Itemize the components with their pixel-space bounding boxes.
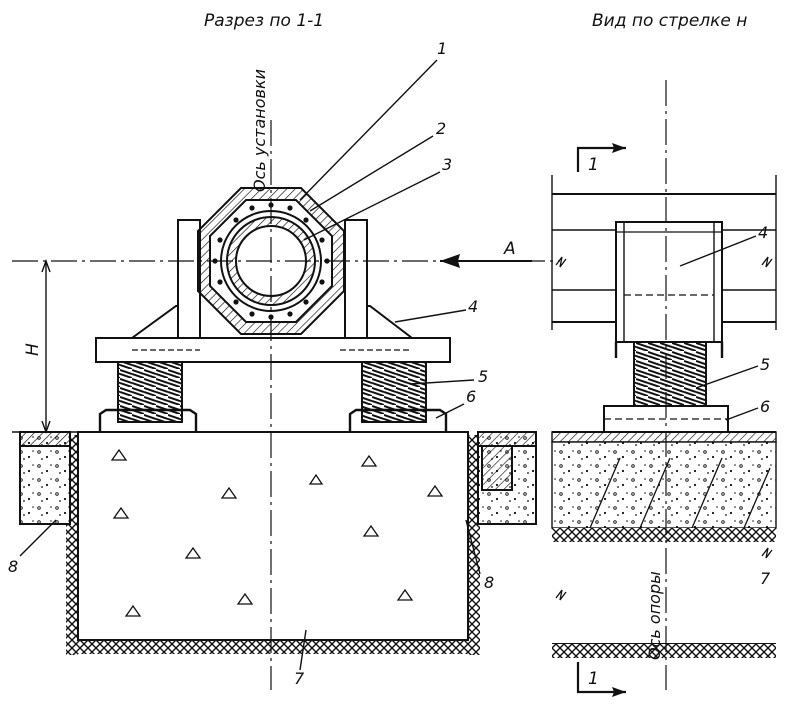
floor-concrete: [551, 441, 777, 529]
floor-slab-left: [19, 431, 71, 525]
callout-1: 1: [437, 39, 447, 58]
spring-front: [633, 341, 707, 407]
support-housing-front: [615, 221, 723, 343]
callout-5-right: 5: [760, 355, 770, 374]
aggregate-marks: [110, 448, 444, 617]
leader-lines: [19, 59, 481, 671]
arrow-a-label: А: [503, 239, 516, 259]
section-mark-bottom: [576, 662, 626, 694]
section-mark-top-label: 1: [588, 155, 599, 175]
section-mark-bottom-label: 1: [588, 669, 599, 689]
soil-hatch-bottom: [66, 640, 480, 654]
right-elevation-view: [551, 80, 777, 697]
spring-right: [361, 361, 427, 423]
callout-4-left: 4: [468, 297, 478, 316]
section-mark-top: [576, 146, 626, 172]
spring-base-right: [348, 408, 448, 432]
post-right: [344, 219, 368, 339]
installation-axis-label: Ось установки: [250, 69, 269, 192]
callout-8-left: 8: [8, 557, 18, 576]
left-view-title: Разрез по 1-1: [204, 11, 324, 31]
floor-finish: [551, 431, 777, 443]
dimension-h-label: Н: [23, 343, 43, 356]
callout-4-right: 4: [758, 223, 768, 242]
callout-7-left: 7: [294, 669, 305, 688]
support-axis-label: Ось опоры: [645, 571, 664, 660]
floor-slab-right-insert: [481, 445, 513, 491]
right-view-title: Вид по стрелке н: [592, 11, 747, 31]
callout-5-left: 5: [478, 367, 488, 386]
soil-band-bottom: [552, 644, 776, 658]
callout-8-right: 8: [484, 573, 494, 592]
spring-base-left: [98, 408, 198, 432]
callout-7-right: 7: [760, 569, 771, 588]
spring-left: [117, 361, 183, 423]
post-left: [177, 219, 201, 339]
soil-band-top: [552, 528, 776, 542]
callout-3: 3: [442, 155, 452, 174]
left-section-view: [12, 59, 560, 690]
callout-6-right: 6: [760, 397, 770, 416]
callout-6-left: 6: [466, 387, 476, 406]
floor-slab-left-top: [19, 431, 71, 447]
callout-2: 2: [436, 119, 446, 138]
foundation-region: [552, 542, 776, 644]
bolt-dots: [212, 202, 330, 320]
floor-slab-right-top: [477, 431, 537, 447]
concrete-foundation: [77, 431, 469, 641]
